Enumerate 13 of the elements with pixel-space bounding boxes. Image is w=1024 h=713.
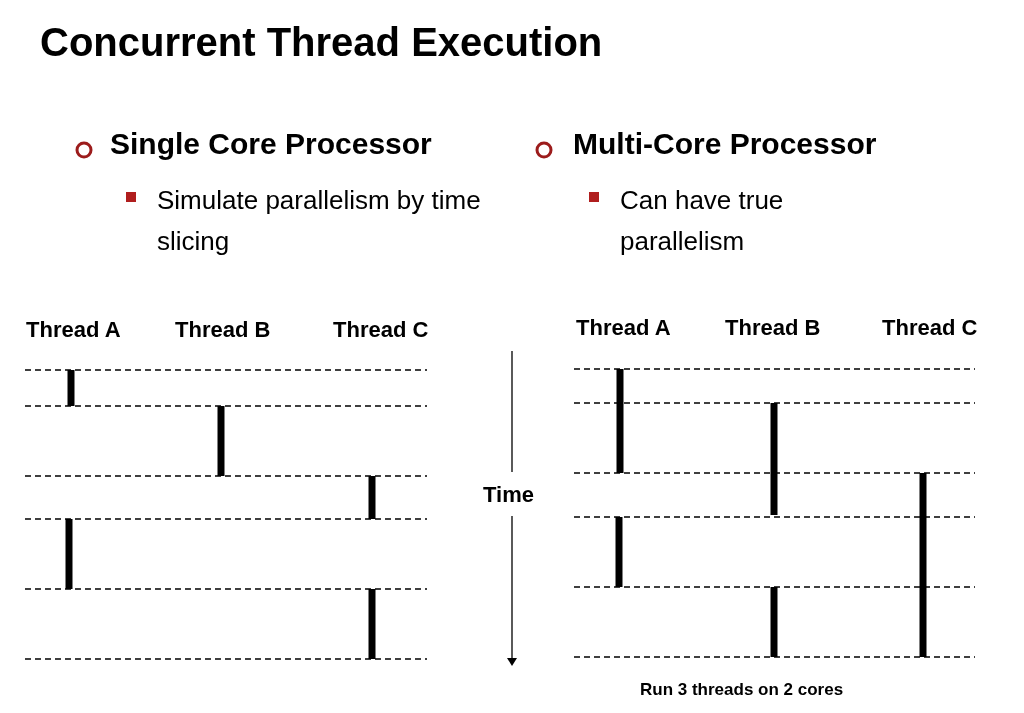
column-header: Thread C <box>882 315 978 341</box>
slide-title: Concurrent Thread Execution <box>40 20 603 65</box>
column-header: Thread B <box>175 317 271 343</box>
bullet-heading: Single Core Processor <box>110 127 432 161</box>
column-header: Thread A <box>26 317 121 343</box>
chart-caption: Run 3 threads on 2 cores <box>640 680 844 700</box>
bullet-text: Simulate parallelism by time slicing <box>157 184 482 258</box>
column-header: Thread C <box>333 317 429 343</box>
column-header: Thread B <box>725 315 821 341</box>
bullet-heading: Multi-Core Processor <box>573 127 877 161</box>
column-header: Thread A <box>576 315 671 341</box>
bullet-text: Can have true parallelism <box>620 184 785 258</box>
axis-label: Time <box>483 482 534 508</box>
